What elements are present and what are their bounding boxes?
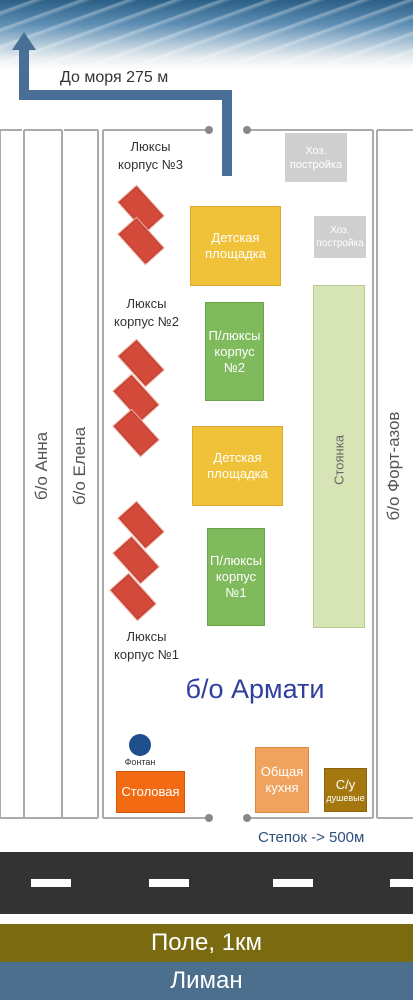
road-marking [31,879,71,887]
canteen: Столовая [116,771,185,813]
estuary-band: Лиман [0,962,413,1000]
road-marking [390,879,413,887]
neighbor-elena-label: б/о Елена [70,426,89,506]
road-marking [149,879,189,887]
sea-background [0,0,413,70]
sea-waves [0,0,413,70]
utility-building-middle: Хоз.постройка [314,216,366,258]
parking-label: Стоянка [331,435,347,485]
parking-area [313,285,365,628]
utility-building-top: Хоз.постройка [285,133,347,182]
neighbor-fort-label: б/о Форт-азов [384,411,403,521]
fountain-icon [129,734,151,756]
steppe-distance-label: Степок -> 500м [258,829,365,846]
fountain-label: Фонтан [124,757,156,767]
sea-distance-label: До моря 275 м [60,69,169,86]
resort-name: б/о Армати [185,674,325,704]
road-marking [273,879,313,887]
field-band: Поле, 1км [0,924,413,962]
neighbor-anna-label: б/о Анна [32,431,51,501]
